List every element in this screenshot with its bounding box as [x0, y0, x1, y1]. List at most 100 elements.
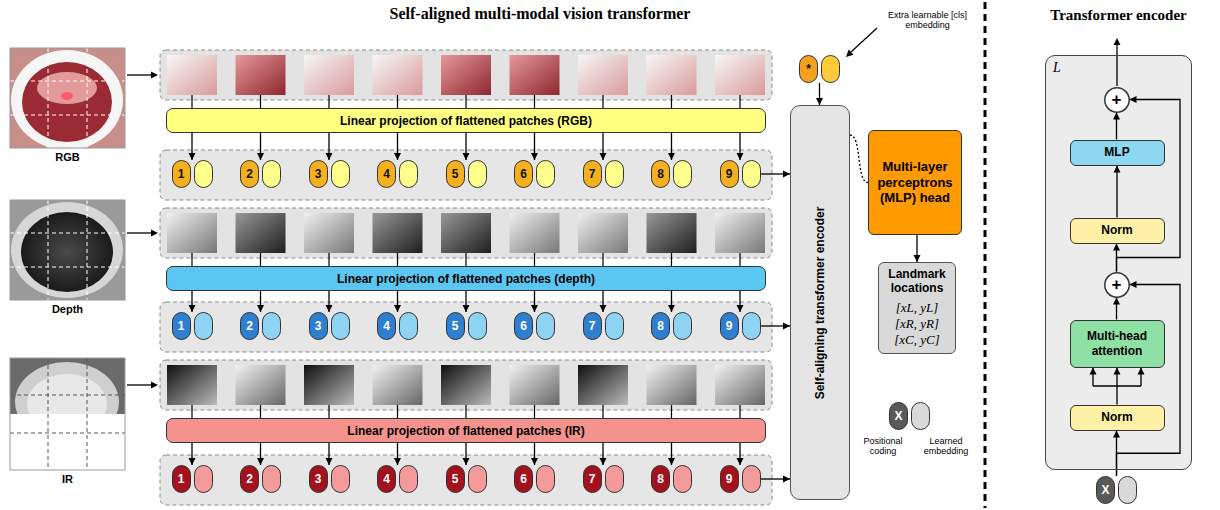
- connector: [1113, 298, 1120, 320]
- depth-patches-part: [578, 213, 628, 253]
- output-box: Landmark locations[xL, yL][xR, yR][xC, y…: [878, 262, 956, 354]
- token: 1: [172, 465, 213, 493]
- arrowhead: [189, 153, 196, 160]
- depth-photo-part: [11, 202, 123, 298]
- process-box: Multi-layer perceptrons (MLP) head: [868, 130, 962, 235]
- arrowhead: [668, 153, 675, 160]
- connector: [850, 135, 868, 183]
- token-embedding: [742, 160, 761, 188]
- token-embedding: [468, 160, 487, 188]
- token-number: 8: [651, 160, 670, 188]
- connector: [189, 133, 196, 160]
- arrowhead: [737, 305, 744, 312]
- token: 7: [583, 465, 624, 493]
- token-number: 6: [514, 160, 533, 188]
- arrowhead: [257, 458, 264, 465]
- token-number: 7: [583, 465, 602, 493]
- diagram-title: Self-aligned multi-modal vision transfor…: [260, 5, 820, 23]
- arrowhead: [600, 153, 607, 160]
- connector: [737, 443, 744, 465]
- token: 8: [651, 465, 692, 493]
- token-embedding: [673, 465, 692, 493]
- token-embedding: [605, 160, 624, 188]
- token: 2: [240, 312, 281, 340]
- connector-line: [1116, 166, 1117, 218]
- projection-band: Linear projection of flattened patches (…: [166, 108, 766, 133]
- connector: [1117, 96, 1181, 272]
- rgb-photo-part: [22, 62, 112, 142]
- input-arrows-part: [151, 382, 158, 389]
- connector: [257, 443, 264, 465]
- connector: [761, 323, 791, 330]
- arrowhead: [1114, 166, 1121, 173]
- connector: [914, 235, 921, 262]
- token-embedding: [742, 312, 761, 340]
- panel-separator: [984, 2, 987, 508]
- ir-patches-part: [236, 365, 286, 405]
- arrowhead: [189, 305, 196, 312]
- node-text: Multi-head attention: [1075, 329, 1160, 358]
- arrowhead: [1138, 368, 1145, 375]
- input-arrows-part: [127, 74, 152, 75]
- token-embedding: [605, 312, 624, 340]
- output-arrow-part: [1116, 45, 1117, 86]
- connector: [257, 133, 264, 160]
- token: 9: [720, 160, 761, 188]
- token-embedding: [194, 160, 213, 188]
- node-text: MLP: [1104, 145, 1129, 159]
- patch-feed-lines-part: [192, 405, 740, 418]
- token: 5: [446, 465, 487, 493]
- token-number: 9: [720, 465, 739, 493]
- arrowhead: [326, 305, 333, 312]
- arrowhead: [463, 153, 470, 160]
- arrowhead: [737, 153, 744, 160]
- arrowhead: [1113, 244, 1120, 251]
- arrowhead: [326, 153, 333, 160]
- patch-feed-lines: [192, 95, 740, 418]
- ir-patches-part: [715, 365, 765, 405]
- depth-photo-part: [21, 212, 113, 292]
- patch-strips-part: [160, 360, 772, 410]
- arrowhead: [600, 305, 607, 312]
- token: 7: [583, 312, 624, 340]
- arrowhead: [668, 305, 675, 312]
- rgb-photo-part: [61, 92, 73, 100]
- token: 7: [583, 160, 624, 188]
- ir-photo-part: [27, 374, 107, 414]
- connector: [1090, 368, 1145, 405]
- connector: [668, 133, 675, 160]
- input-arrows-part: [127, 384, 152, 385]
- token-number: 2: [240, 160, 259, 188]
- token-number: 7: [583, 312, 602, 340]
- connector: [1113, 113, 1120, 140]
- cls-leader-part: [851, 28, 877, 52]
- image-label: Depth: [10, 303, 125, 315]
- token-embedding: [1118, 476, 1137, 504]
- connector: [737, 133, 744, 160]
- token-embedding: [331, 465, 350, 493]
- input-arrows-part: [151, 230, 158, 237]
- encoder-block: Transformer encoderL+MLPNorm+Multi-head …: [1045, 55, 1192, 470]
- rgb-patches-part: [373, 55, 423, 95]
- patch-strips-part: [160, 208, 772, 258]
- rgb-photo-part: [37, 72, 97, 104]
- node-text: Linear projection of flattened patches (…: [337, 272, 595, 286]
- arrowhead: [816, 98, 823, 105]
- arrowhead: [531, 458, 538, 465]
- rgb-patches-part: [167, 55, 217, 95]
- arrowhead: [394, 153, 401, 160]
- arrowhead: [1113, 431, 1120, 438]
- connector: [326, 133, 333, 160]
- input-arrows-part: [151, 72, 158, 79]
- token: 1: [172, 160, 213, 188]
- token-embedding: [605, 465, 624, 493]
- connector: [463, 133, 470, 160]
- rgb-patches-part: [441, 55, 491, 95]
- token: *: [799, 55, 840, 83]
- ir-patches: [167, 365, 765, 405]
- token-number: 7: [583, 160, 602, 188]
- node-text: +: [1112, 91, 1122, 108]
- connector: [394, 133, 401, 160]
- token-number: 4: [377, 160, 396, 188]
- output-heading: Landmark locations: [883, 267, 951, 296]
